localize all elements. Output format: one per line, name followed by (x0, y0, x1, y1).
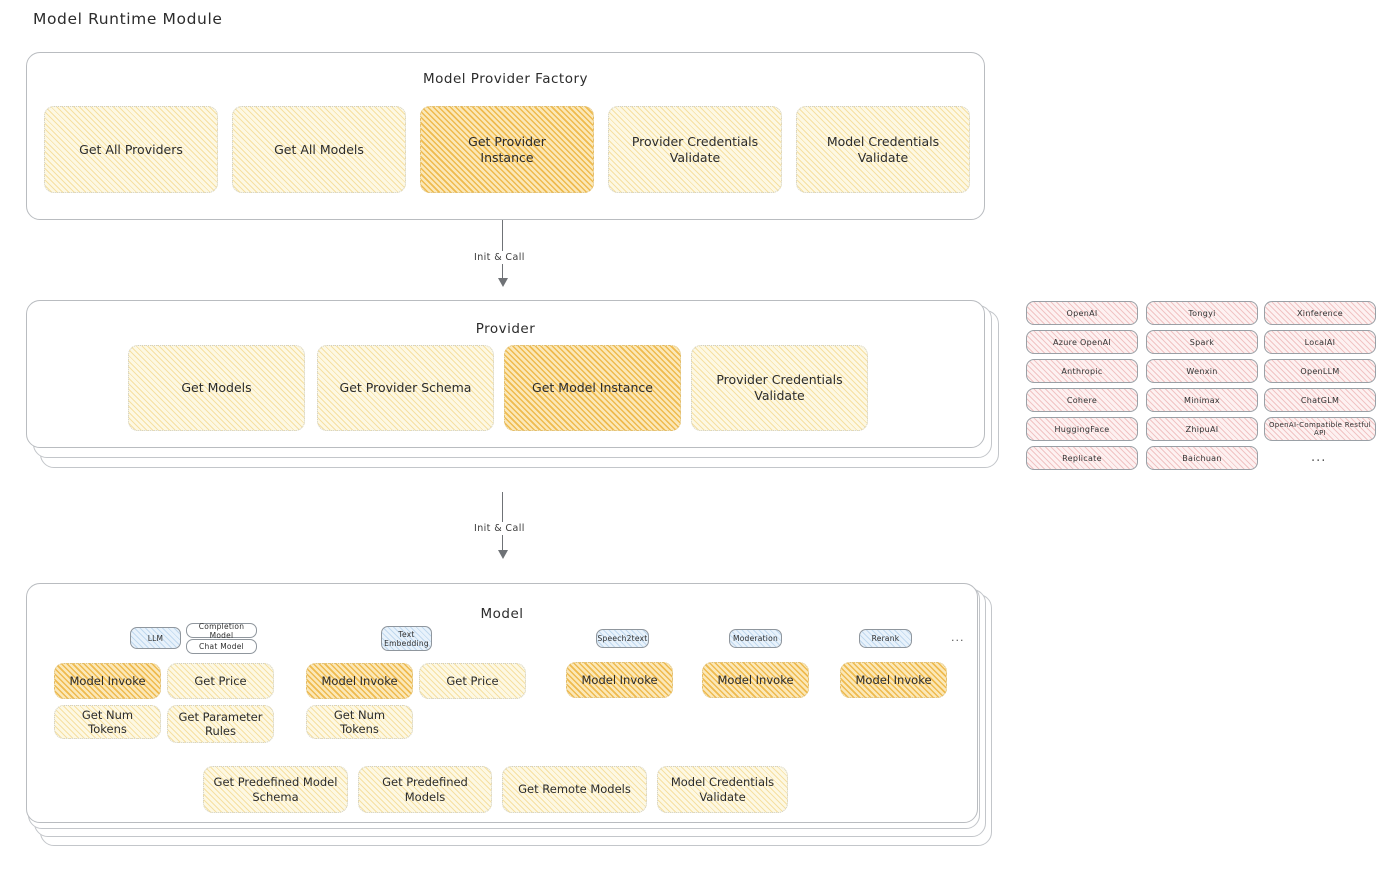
node-text-embedding-get-price[interactable]: Get Price (419, 663, 526, 699)
node-label: Model Credentials Validate (670, 775, 775, 804)
node-llm-get-price[interactable]: Get Price (167, 663, 274, 699)
node-label: Get Price (194, 673, 247, 688)
node-label: Get All Models (274, 141, 364, 157)
node-label: Get Parameter Rules (178, 709, 263, 738)
node-get-model-instance[interactable]: Get Model Instance (504, 345, 681, 431)
provider-pill-huggingface[interactable]: HuggingFace (1026, 417, 1138, 441)
provider-pill-cohere[interactable]: Cohere (1026, 388, 1138, 412)
connector-arrow-head-2 (498, 550, 508, 559)
badge-model-type-rerank[interactable]: Rerank (859, 629, 912, 648)
provider-pill-tongyi[interactable]: Tongyi (1146, 301, 1258, 325)
provider-pill-baichuan[interactable]: Baichuan (1146, 446, 1258, 470)
node-get-provider-schema[interactable]: Get Provider Schema (317, 345, 494, 431)
node-get-models[interactable]: Get Models (128, 345, 305, 431)
model-types-more-ellipsis: ... (951, 631, 965, 644)
node-label: Get Price (446, 673, 499, 688)
node-model-credentials-validate[interactable]: Model Credentials Validate (796, 106, 970, 193)
node-get-all-providers[interactable]: Get All Providers (44, 106, 218, 193)
panel-title-provider: Provider (475, 321, 536, 337)
node-get-provider-instance[interactable]: Get Provider Instance (420, 106, 594, 193)
connector-label-1: Init & Call (470, 251, 529, 264)
badge-model-type-speech2text[interactable]: Speech2text (596, 629, 649, 648)
node-label: Get Model Instance (532, 380, 653, 396)
provider-pill-zhipuai[interactable]: ZhipuAI (1146, 417, 1258, 441)
provider-pill-anthropic[interactable]: Anthropic (1026, 359, 1138, 383)
provider-pill-spark[interactable]: Spark (1146, 330, 1258, 354)
node-text-embedding-get-num-tokens[interactable]: Get Num Tokens (306, 705, 413, 739)
node-label: Provider Credentials Validate (716, 372, 843, 403)
node-get-remote-models[interactable]: Get Remote Models (502, 766, 647, 813)
node-label: Get Remote Models (518, 782, 631, 797)
node-rerank-model-invoke[interactable]: Model Invoke (840, 662, 947, 698)
node-llm-get-parameter-rules[interactable]: Get Parameter Rules (167, 705, 274, 743)
node-label: Get Models (181, 380, 252, 396)
node-label: Get All Providers (79, 141, 183, 157)
node-model-credentials-validate-3[interactable]: Model Credentials Validate (657, 766, 788, 813)
node-moderation-model-invoke[interactable]: Model Invoke (702, 662, 809, 698)
provider-list-more-ellipsis: ... (1311, 450, 1327, 465)
badge-model-type-moderation[interactable]: Moderation (729, 629, 782, 648)
node-get-all-models[interactable]: Get All Models (232, 106, 406, 193)
node-llm-model-invoke[interactable]: Model Invoke (54, 663, 161, 699)
provider-pill-minimax[interactable]: Minimax (1146, 388, 1258, 412)
connector-label-2: Init & Call (470, 522, 529, 535)
node-label: Get Num Tokens (81, 707, 134, 736)
provider-pill-xinference[interactable]: Xinference (1264, 301, 1376, 325)
provider-pill-openai[interactable]: OpenAI (1026, 301, 1138, 325)
connector-arrow-head-1 (498, 278, 508, 287)
panel-title-model: Model (480, 606, 524, 622)
node-label: Model Credentials Validate (826, 133, 940, 165)
badge-model-type-text-embedding[interactable]: Text Embedding (381, 626, 432, 651)
badge-llm-completion-model[interactable]: Completion Model (186, 622, 257, 640)
provider-pill-localai[interactable]: LocalAI (1264, 330, 1376, 354)
node-provider-credentials-validate-2[interactable]: Provider Credentials Validate (691, 345, 868, 431)
node-label: Get Provider Schema (339, 380, 472, 396)
node-speech2text-model-invoke[interactable]: Model Invoke (566, 662, 673, 698)
provider-pill-azure-openai[interactable]: Azure OpenAI (1026, 330, 1138, 354)
page-title: Model Runtime Module (33, 10, 223, 28)
provider-pill-openai-compatible-restful-api[interactable]: OpenAI-Compatible Restful API (1264, 417, 1376, 441)
node-label: Get Predefined Models (382, 775, 468, 804)
node-label: Model Invoke (717, 672, 794, 687)
node-text-embedding-model-invoke[interactable]: Model Invoke (306, 663, 413, 699)
badge-model-type-llm[interactable]: LLM (130, 627, 181, 649)
node-label: Model Invoke (69, 673, 146, 688)
node-llm-get-num-tokens[interactable]: Get Num Tokens (54, 705, 161, 739)
badge-llm-chat-model[interactable]: Chat Model (186, 639, 257, 654)
node-label: Get Predefined Model Schema (213, 775, 338, 804)
provider-pill-openllm[interactable]: OpenLLM (1264, 359, 1376, 383)
node-label: Get Num Tokens (333, 707, 386, 736)
provider-pill-chatglm[interactable]: ChatGLM (1264, 388, 1376, 412)
node-provider-credentials-validate[interactable]: Provider Credentials Validate (608, 106, 782, 193)
node-label: Provider Credentials Validate (631, 133, 759, 165)
provider-pill-replicate[interactable]: Replicate (1026, 446, 1138, 470)
provider-pill-wenxin[interactable]: Wenxin (1146, 359, 1258, 383)
panel-title-factory: Model Provider Factory (422, 71, 588, 87)
node-label: Model Invoke (581, 672, 658, 687)
node-label: Get Provider Instance (468, 133, 546, 165)
node-label: Model Invoke (321, 673, 398, 688)
node-get-predefined-model-schema[interactable]: Get Predefined Model Schema (203, 766, 348, 813)
node-get-predefined-models[interactable]: Get Predefined Models (358, 766, 492, 813)
node-label: Model Invoke (855, 672, 932, 687)
